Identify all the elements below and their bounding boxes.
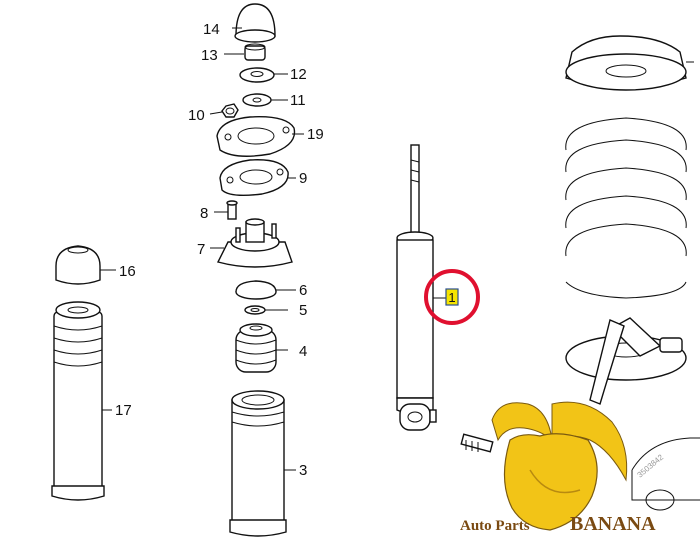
callout-1: 1 [448,290,455,305]
part-13-nut [244,43,266,61]
callout-3: 3 [299,462,307,479]
banana-icon [491,401,628,531]
part-10-nut [221,103,239,118]
callout-19: 19 [307,126,324,143]
callout-6: 6 [299,282,307,299]
watermark-prefix: Auto Parts [460,518,530,534]
coil-spring [565,35,687,381]
part-4-bump-stop [235,323,277,373]
part-1-shock-absorber [396,144,437,431]
car-thumbnail [631,437,700,511]
part-14-cap [234,3,276,43]
watermark-brand: BANANA [570,513,656,535]
callout-9: 9 [299,170,307,187]
part-bolt [460,433,494,453]
callout-10: 10 [188,107,205,124]
callout-12: 12 [290,66,307,83]
callout-13: 13 [201,47,218,64]
part-16-bump-cap [55,245,101,285]
stabilizer-link [589,317,683,405]
callout-8: 8 [200,205,208,222]
part-7-strut-mount [216,218,293,268]
highlight-circle [424,269,480,325]
part-5-ring [244,305,266,315]
watermark-logo: Auto Parts BANANA [460,401,656,535]
callout-17: 17 [115,402,132,419]
drawing-number: 3503842 [636,452,666,479]
callout-11: 11 [290,92,306,109]
part-3-dust-boot [229,390,287,537]
part-11-washer [242,93,272,107]
part-8-bolt [226,200,238,220]
callout-16: 16 [119,263,136,280]
part-9-gasket [219,159,289,197]
part-19-mount-plate [216,116,296,157]
part-6-bump-cap [235,280,277,300]
callout-14: 14 [203,21,220,38]
part-12-washer [239,67,275,83]
callout-7: 7 [197,241,205,258]
callout-5: 5 [299,302,307,319]
part-17-boot [51,301,105,501]
callout-4: 4 [299,343,307,360]
